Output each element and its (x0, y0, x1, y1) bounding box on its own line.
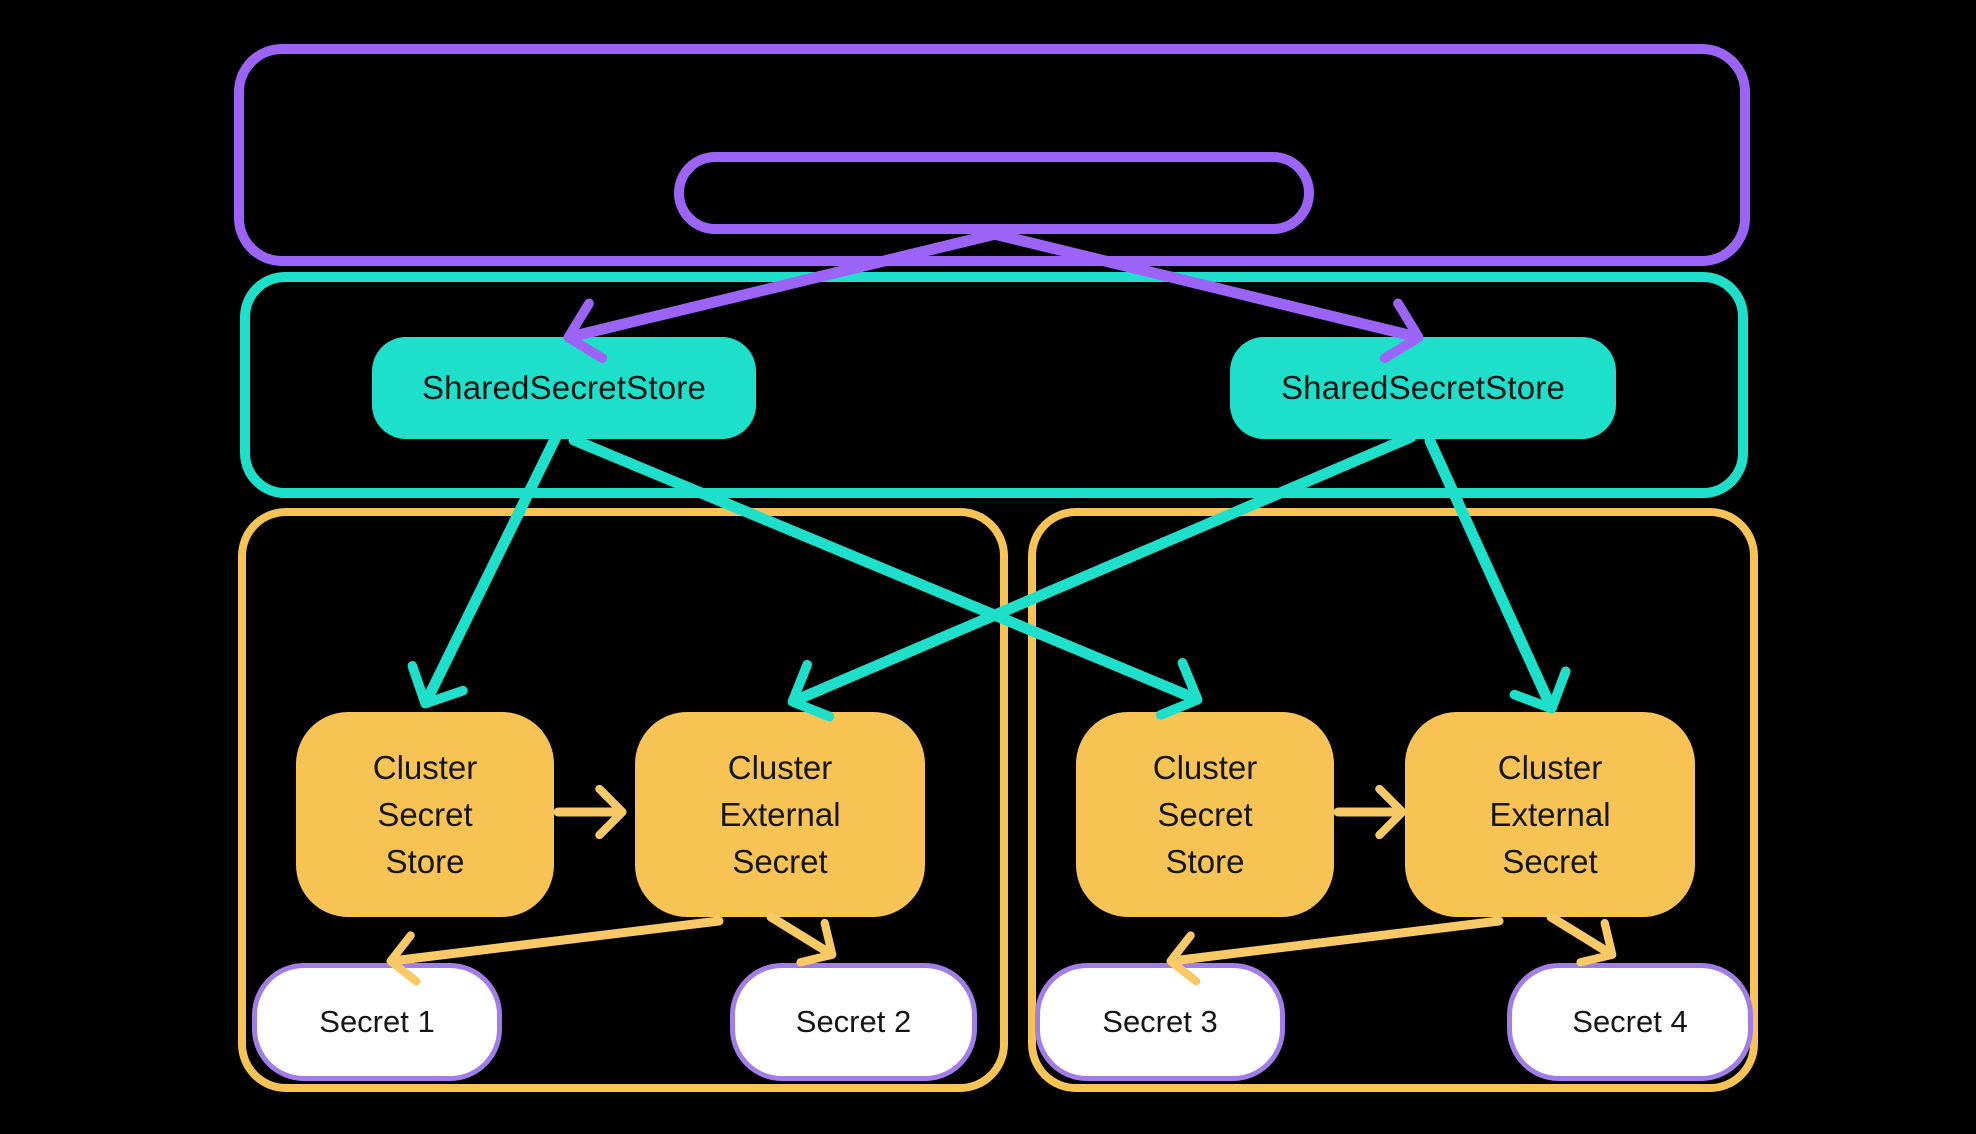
cluster-external-secret-node-2: Cluster External Secret (1405, 712, 1695, 917)
shared-secret-store-node-right: SharedSecretStore (1230, 337, 1616, 439)
secret-node-3: Secret 3 (1035, 963, 1285, 1081)
secret-label: Secret 2 (795, 1004, 912, 1039)
secret-node-4: Secret 4 (1507, 963, 1753, 1081)
cluster-secret-store-label: Cluster Secret Store (1152, 749, 1258, 880)
secret-node-2: Secret 2 (730, 963, 977, 1081)
cluster-secret-store-label: Cluster Secret Store (372, 749, 478, 880)
shared-secret-store-label: SharedSecretStore (1280, 369, 1566, 406)
secret-node-1: Secret 1 (252, 963, 502, 1081)
cluster-secret-store-node-1: Cluster Secret Store (296, 712, 554, 917)
cluster-external-secret-node-1: Cluster External Secret (635, 712, 925, 917)
management-pill (674, 152, 1314, 234)
secret-label: Secret 3 (1102, 1004, 1218, 1039)
cluster-secret-store-node-2: Cluster Secret Store (1076, 712, 1334, 917)
shared-secret-store-node-left: SharedSecretStore (372, 337, 756, 439)
secret-label: Secret 1 (319, 1004, 435, 1039)
secret-label: Secret 4 (1572, 1004, 1688, 1039)
cluster-external-secret-label: Cluster External Secret (1489, 749, 1611, 880)
cluster-external-secret-label: Cluster External Secret (719, 749, 841, 880)
shared-secret-store-label: SharedSecretStore (421, 369, 707, 406)
